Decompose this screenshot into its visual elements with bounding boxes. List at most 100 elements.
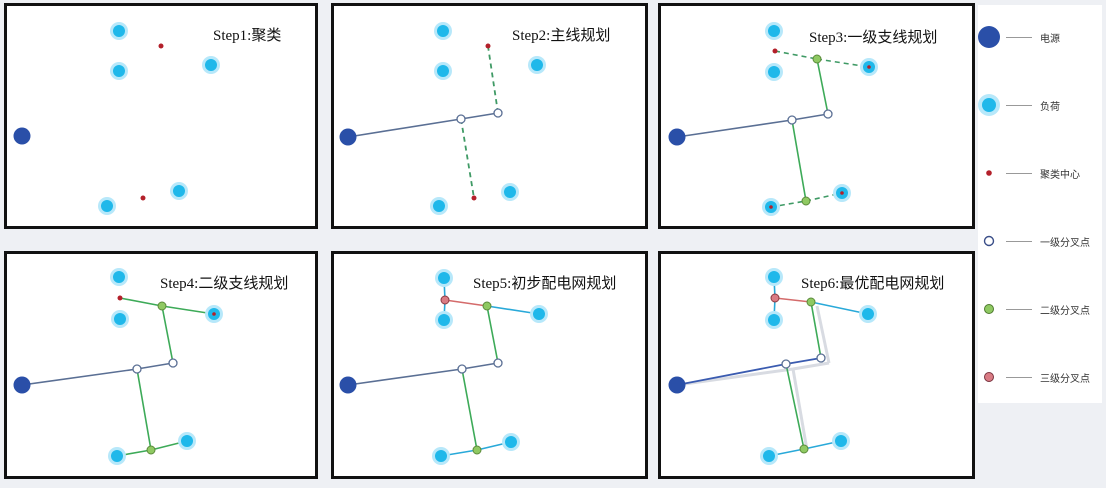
- load-icon: [832, 432, 850, 450]
- main-line: [21, 368, 138, 386]
- level2-branch-node-icon: [799, 444, 809, 454]
- load-icon: [765, 22, 783, 40]
- step1-diagram: [13, 22, 220, 215]
- cluster-center-icon: [986, 170, 992, 176]
- load-icon: [110, 268, 128, 286]
- level1-branch-node-icon: [457, 364, 467, 374]
- load-icon: [108, 447, 126, 465]
- legend-label: 电源: [1040, 34, 1060, 45]
- legend-divider: [1006, 105, 1032, 106]
- legend-item-cluster-center: 聚类中心: [978, 159, 1102, 189]
- level1-branch-node-icon: [787, 115, 797, 125]
- cluster-center-icon: [158, 43, 164, 49]
- load-icon: [760, 447, 778, 465]
- level1-branch-node-icon: [983, 235, 995, 247]
- main-line: [461, 362, 499, 370]
- load-icon: [859, 305, 877, 323]
- main-line: [347, 118, 462, 138]
- level1-branch-node-icon: [823, 109, 833, 119]
- load-icon: [202, 56, 220, 74]
- cluster-center-icon: [485, 43, 491, 49]
- step5-diagram: [339, 269, 548, 465]
- panel-title: Step2:主线规划: [512, 28, 611, 44]
- level1-branch-line: [810, 301, 822, 359]
- previous-branch-line: [791, 368, 809, 451]
- load-icon: [765, 63, 783, 81]
- level2-branch-node-icon: [472, 445, 482, 455]
- load-icon: [435, 269, 453, 287]
- previous-main-line: [792, 361, 830, 371]
- load-icon: [528, 56, 546, 74]
- level2-branch-node-icon: [806, 297, 816, 307]
- legend-item-load: 负荷: [978, 91, 1102, 121]
- level3-branch-node-icon: [984, 372, 994, 382]
- power-source-icon: [13, 127, 31, 145]
- level1-branch-line: [791, 119, 807, 202]
- panel-step4-level2-branch: Step4:二级支线规划: [4, 251, 318, 479]
- load-icon: [110, 22, 128, 40]
- load-icon: [860, 58, 878, 76]
- power-source-icon: [978, 26, 1000, 48]
- level1-branch-node-icon: [493, 108, 503, 118]
- load-line: [810, 301, 869, 315]
- power-source-icon: [668, 376, 686, 394]
- legend-item-power-source: 电源: [978, 23, 1102, 53]
- panel-step3-level1-branch: Step3:一级支线规划: [658, 3, 975, 229]
- level2-branch-line: [119, 297, 163, 307]
- level1-branch-node-icon: [781, 359, 791, 369]
- load-icon: [765, 311, 783, 329]
- panel-title: Step6:最优配电网规划: [801, 276, 945, 292]
- step6-diagram: [668, 268, 877, 465]
- legend-item-level3-node: 三级分叉点: [978, 363, 1102, 393]
- planned-branch-line: [770, 200, 807, 208]
- level1-branch-node-icon: [816, 353, 826, 363]
- step2-diagram: [339, 22, 546, 215]
- level1-branch-line: [486, 305, 499, 364]
- previous-main-line: [676, 367, 794, 387]
- panel-step6-optimal-network: Step6:最优配电网规划: [658, 251, 975, 479]
- legend-divider: [1006, 241, 1032, 242]
- load-icon: [178, 432, 196, 450]
- legend-divider: [1006, 173, 1032, 174]
- planned-branch-line: [487, 45, 499, 114]
- legend-item-level2-node: 二级分叉点: [978, 295, 1102, 325]
- panel-title: Step3:一级支线规划: [809, 30, 938, 46]
- main-line: [347, 368, 463, 386]
- level2-branch-node-icon: [482, 301, 492, 311]
- level1-branch-node-icon: [168, 358, 178, 368]
- legend-label: 二级分叉点: [1040, 306, 1090, 317]
- level3-branch-node-icon: [770, 293, 780, 303]
- step4-diagram: [13, 268, 223, 465]
- level2-branch-node-icon: [157, 301, 167, 311]
- legend-divider: [1006, 377, 1032, 378]
- load-icon: [434, 62, 452, 80]
- legend-divider: [1006, 309, 1032, 310]
- level3-branch-node-icon: [440, 295, 450, 305]
- level1-branch-line: [785, 363, 805, 450]
- level1-branch-line: [816, 58, 829, 115]
- load-icon: [530, 305, 548, 323]
- cluster-center-icon: [140, 195, 146, 201]
- level2-branch-line: [444, 299, 488, 307]
- panel-step5-initial-network: Step5:初步配电网规划: [331, 251, 648, 479]
- main-line: [136, 362, 174, 370]
- level1-branch-node-icon: [456, 114, 466, 124]
- load-icon: [205, 305, 223, 323]
- level1-branch-node-icon: [132, 364, 142, 374]
- load-icon: [111, 310, 129, 328]
- power-source-icon: [668, 128, 686, 146]
- legend-item-level1-node: 一级分叉点: [978, 227, 1102, 257]
- panel-title: Step1:聚类: [213, 28, 282, 44]
- cluster-center-icon: [471, 195, 477, 201]
- legend: 电源 负荷 聚类中心 一级分叉点 二级分叉点 三级分叉点: [978, 5, 1102, 403]
- main-line: [676, 119, 793, 138]
- power-source-icon: [339, 128, 357, 146]
- main-line: [460, 112, 499, 120]
- load-icon: [833, 184, 851, 202]
- load-icon: [434, 22, 452, 40]
- power-source-icon: [13, 376, 31, 394]
- main-line: [791, 113, 829, 121]
- load-icon: [762, 198, 780, 216]
- level1-branch-line: [461, 368, 478, 451]
- planned-branch-line: [774, 50, 818, 60]
